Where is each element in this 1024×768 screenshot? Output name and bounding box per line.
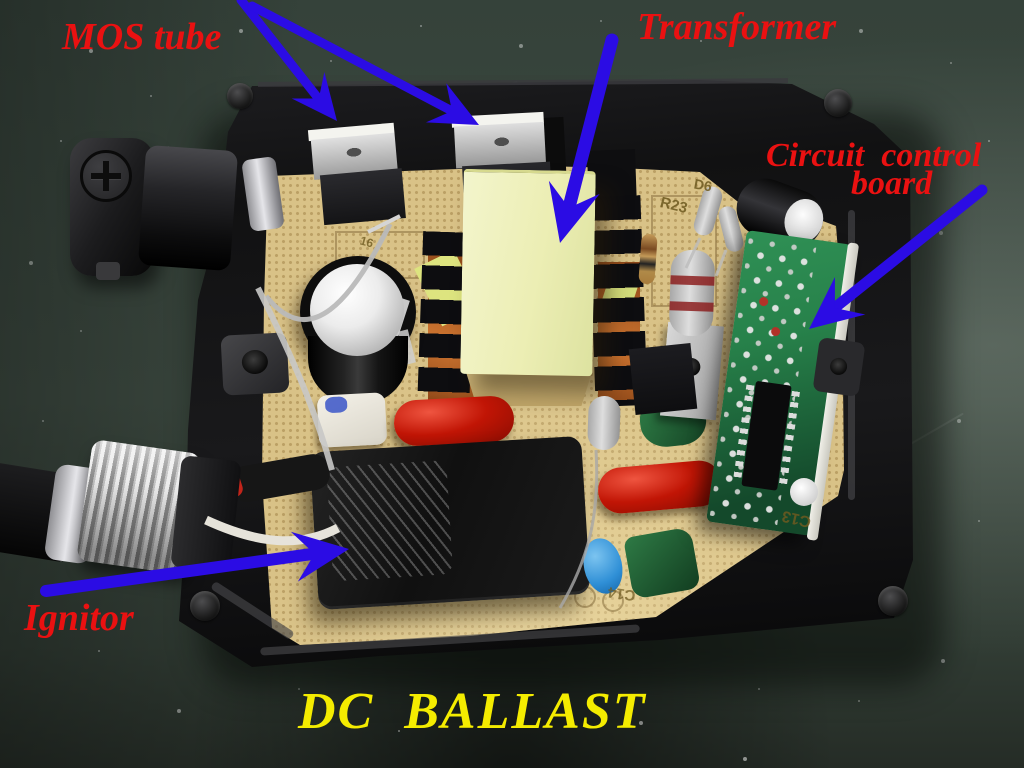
white-standoff — [790, 478, 818, 506]
label-circuit-control-line1: Circuit control — [766, 137, 982, 174]
mos-tube-arrow-right — [247, 1, 479, 125]
transformer-arrow — [548, 33, 619, 243]
connector-tab — [96, 262, 120, 280]
input-connector-head — [70, 138, 154, 280]
case-screw-bottom-right — [878, 586, 908, 616]
mos-tube-arrow-left — [236, 0, 337, 121]
case-screw-top-right — [824, 89, 852, 117]
case-screw-top-left — [227, 83, 253, 109]
label-circuit-control-line2: board — [851, 165, 933, 202]
label-dc-ballast-title: DC BALLAST — [298, 683, 647, 740]
circuit-control-board-arrow — [809, 184, 988, 329]
plus-mark-vertical — [103, 161, 109, 191]
connector-plus-mark-ring — [80, 150, 132, 202]
label-transformer: Transformer — [637, 6, 837, 48]
label-ignitor: Ignitor — [24, 597, 134, 639]
ignitor-arrow — [40, 531, 349, 597]
case-screw-bottom-left — [190, 591, 220, 621]
label-mos-tube: MOS tube — [62, 16, 222, 58]
